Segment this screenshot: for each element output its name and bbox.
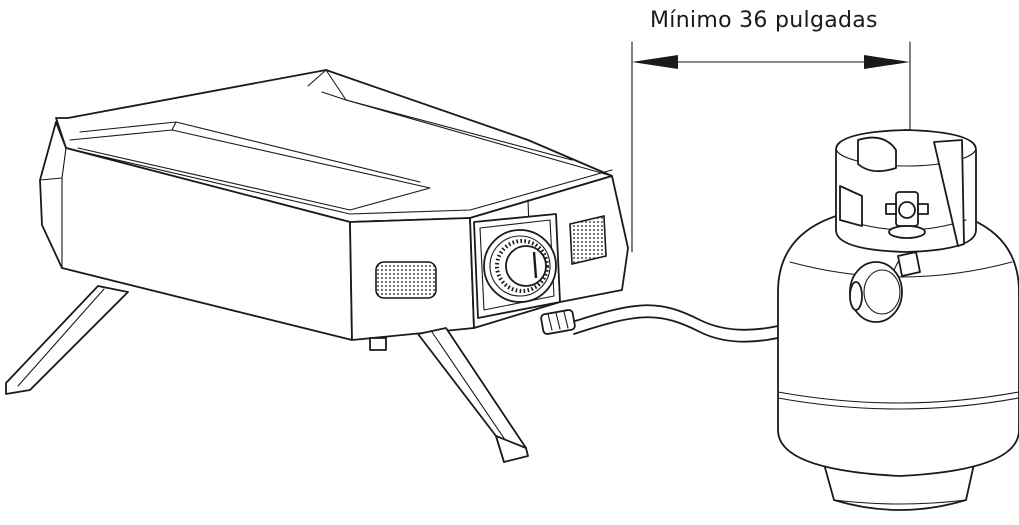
control-panel: [473, 213, 561, 319]
minimum-clearance-label: Mínimo 36 pulgadas: [650, 8, 878, 33]
front-vent-grille: [375, 261, 437, 299]
pizza-oven: [39, 69, 629, 351]
oven-foot: [369, 337, 387, 351]
arrowhead-right-icon: [864, 55, 910, 69]
arrowhead-left-icon: [632, 55, 678, 69]
dimension-indicator: [631, 41, 911, 253]
gas-regulator-icon: [849, 251, 921, 323]
tank-valve-icon: [885, 191, 929, 239]
side-vent-grille: [569, 215, 607, 265]
oven-leg-right: [417, 327, 529, 463]
burner-knob-icon: [483, 229, 557, 303]
oven-leg-left: [5, 285, 129, 395]
propane-tank: [777, 129, 1019, 511]
